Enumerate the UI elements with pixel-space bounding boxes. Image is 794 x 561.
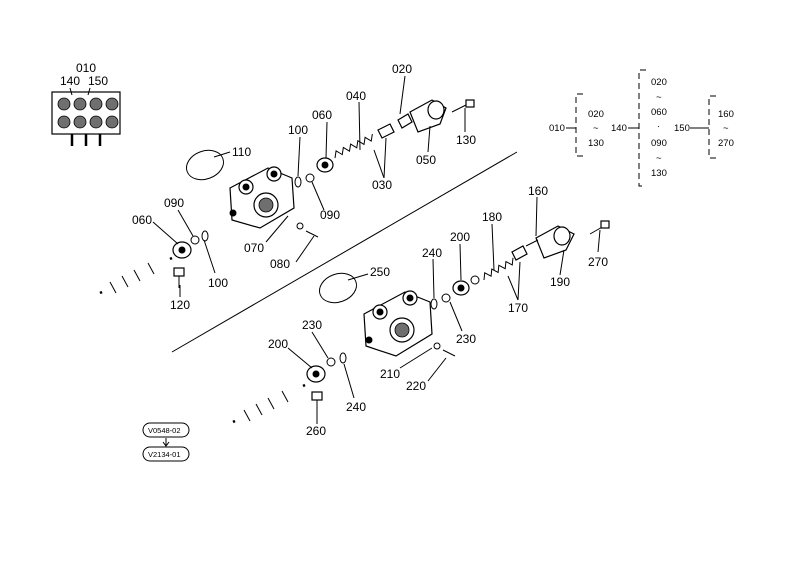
tree-g2-b: 060	[651, 107, 667, 118]
callout-040: 040	[346, 89, 366, 103]
tree-node-140: 140	[611, 123, 627, 134]
callout-090-left: 090	[164, 196, 184, 210]
inset-label-010: 010	[76, 61, 96, 75]
lower-valve-assembly	[232, 220, 610, 424]
section-divider-line	[171, 151, 518, 353]
callout-060-top: 060	[312, 108, 332, 122]
inset-label-150: 150	[88, 74, 108, 88]
callout-100-left: 100	[208, 276, 228, 290]
serial-from: V0548-02	[148, 426, 181, 435]
tree-g2-t2: ~	[656, 153, 662, 164]
tree-g2-d: 130	[651, 168, 667, 179]
o-ring-250	[319, 272, 357, 304]
callout-230-left: 230	[302, 318, 322, 332]
callout-250: 250	[370, 265, 390, 279]
tree-g2-dot: ·	[657, 121, 660, 132]
serial-range	[142, 422, 190, 462]
tree-g1-tilde: ~	[593, 123, 599, 134]
callout-230-right: 230	[456, 332, 476, 346]
valve-stack-inset	[51, 87, 121, 146]
callout-030: 030	[372, 178, 392, 192]
callout-210: 210	[380, 367, 400, 381]
callout-170: 170	[508, 301, 528, 315]
callout-180: 180	[482, 210, 502, 224]
tree-node-010: 010	[549, 123, 565, 134]
callout-110: 110	[232, 145, 251, 159]
callout-190: 190	[550, 275, 570, 289]
callout-240-top: 240	[422, 246, 442, 260]
tree-g2-a: 020	[651, 77, 667, 88]
tree-g3-b: 270	[718, 138, 734, 149]
part-hierarchy-tree	[566, 69, 716, 187]
tree-g1-b: 130	[588, 138, 604, 149]
callout-090-mid: 090	[320, 208, 340, 222]
callout-260: 260	[306, 424, 326, 438]
tree-g3-a: 160	[718, 109, 734, 120]
tree-node-150: 150	[674, 123, 690, 134]
inset-label-140: 140	[60, 74, 80, 88]
callout-200-top: 200	[450, 230, 470, 244]
callout-160: 160	[528, 184, 548, 198]
callout-270: 270	[588, 255, 608, 269]
callout-120: 120	[170, 298, 190, 312]
callout-020-top: 020	[392, 62, 412, 76]
callout-070: 070	[244, 241, 264, 255]
callout-220: 220	[406, 379, 426, 393]
tree-g2-t1: ~	[656, 92, 662, 103]
serial-from-box	[142, 422, 190, 438]
tree-g3-tilde: ~	[723, 123, 729, 134]
o-ring-110	[186, 149, 224, 181]
callout-060-left: 060	[132, 213, 152, 227]
tree-g2-c: 090	[651, 138, 667, 149]
arrow-down-icon	[162, 438, 170, 447]
tree-g1-a: 020	[588, 109, 604, 120]
serial-to-box	[142, 446, 190, 462]
serial-to: V2134-01	[148, 450, 181, 459]
upper-valve-assembly	[99, 99, 475, 295]
callout-080: 080	[270, 257, 290, 271]
callout-130-top: 130	[456, 133, 476, 147]
callout-200-left: 200	[268, 337, 288, 351]
callout-240-bottom: 240	[346, 400, 366, 414]
callout-100-top: 100	[288, 123, 308, 137]
callout-050: 050	[416, 153, 436, 167]
